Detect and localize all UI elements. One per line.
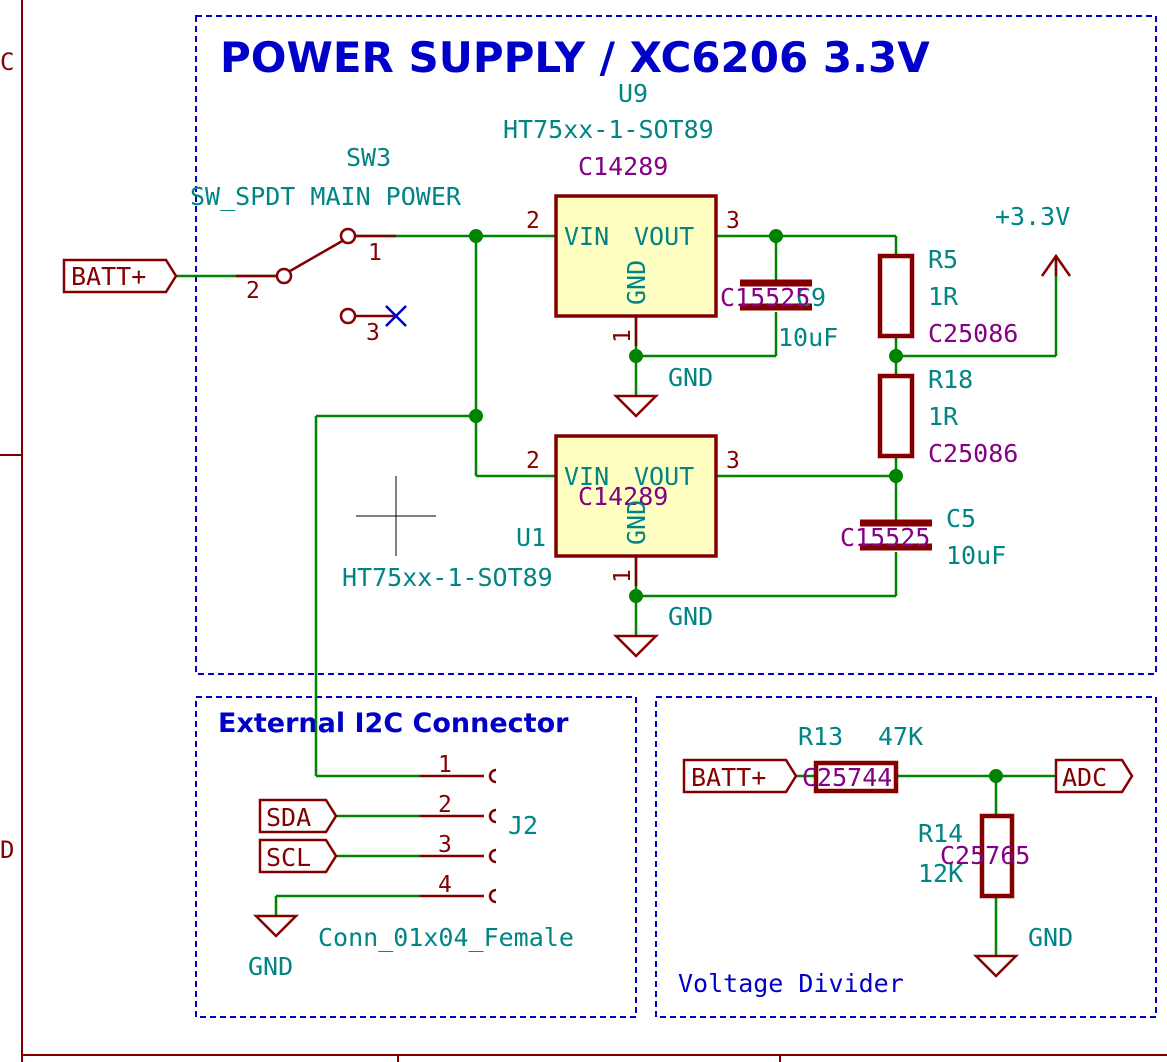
u9-value: HT75xx-1-SOT89 xyxy=(503,115,714,144)
u9-pin-vout: VOUT xyxy=(634,222,694,251)
u9-num-gnd: 1 xyxy=(610,329,636,343)
r5-lcsc: C25086 xyxy=(928,319,1018,348)
u1-ref: U1 xyxy=(516,523,546,552)
r14-lcsc: C25765 xyxy=(940,841,1030,870)
j2-value: Conn_01x04_Female xyxy=(318,923,574,952)
sda-label: SDA xyxy=(258,798,338,834)
j2-pin2: 2 xyxy=(438,792,452,818)
u9-pin-gnd: GND xyxy=(622,260,651,305)
u1-pin-vout: VOUT xyxy=(634,462,694,491)
gnd-symbol-u9 xyxy=(612,394,660,418)
c9-lcsc: C15525 xyxy=(720,283,810,312)
gnd-label-u9: GND xyxy=(668,363,713,392)
adc-label: ADC xyxy=(1054,758,1134,794)
gnd-label-u1: GND xyxy=(668,602,713,631)
j2-ref: J2 xyxy=(508,811,538,840)
r13-resistor xyxy=(813,760,899,794)
r13-value: 47K xyxy=(878,722,923,751)
c5-ref: C5 xyxy=(946,504,976,533)
divider-title: Voltage Divider xyxy=(678,969,904,998)
u1-pin-gnd: GND xyxy=(622,500,651,545)
u1-regulator xyxy=(554,434,718,586)
j2-connector xyxy=(420,768,497,904)
power-supply-title: POWER SUPPLY / XC6206 3.3V xyxy=(220,33,930,82)
i2c-box xyxy=(195,696,637,1018)
j2-pin1: 1 xyxy=(438,752,452,778)
sw3-value: SW_SPDT MAIN POWER xyxy=(190,182,462,211)
svg-text:SCL: SCL xyxy=(266,843,311,872)
r18-lcsc: C25086 xyxy=(928,439,1018,468)
crosshair-marker xyxy=(356,476,436,556)
u1-num-out: 3 xyxy=(726,448,740,474)
sw3-pin2: 2 xyxy=(246,278,260,304)
svg-text:BATT+: BATT+ xyxy=(71,262,146,291)
sw3-switch xyxy=(236,227,407,327)
u9-regulator xyxy=(554,194,718,346)
c5-value: 10uF xyxy=(946,541,1006,570)
batt-label-power: BATT+ xyxy=(62,258,178,294)
r13-ref: R13 xyxy=(798,722,843,751)
u9-lcsc: C14289 xyxy=(578,152,668,181)
u1-lcsc: C14289 xyxy=(578,482,668,511)
sw3-pin3: 3 xyxy=(366,320,380,346)
u9-num-in: 2 xyxy=(526,208,540,234)
power-supply-box xyxy=(195,15,1157,675)
gnd-symbol-i2c xyxy=(252,914,300,938)
divider-box xyxy=(655,696,1157,1018)
j2-pin3: 3 xyxy=(438,832,452,858)
batt-label-divider: BATT+ xyxy=(682,758,798,794)
c5-capacitor xyxy=(860,519,932,551)
power-3v3-symbol xyxy=(1040,253,1072,277)
gnd-symbol-divider xyxy=(972,954,1020,978)
r18-resistor xyxy=(877,373,915,459)
r5-ref: R5 xyxy=(928,245,958,274)
gnd-label-divider: GND xyxy=(1028,923,1073,952)
u9-num-out: 3 xyxy=(726,208,740,234)
r5-value: 1R xyxy=(928,282,959,311)
r14-resistor xyxy=(979,813,1015,899)
junctions xyxy=(469,229,1003,783)
c9-ref: C9 xyxy=(796,283,826,312)
power-3v3-label: +3.3V xyxy=(995,202,1070,231)
r14-value: 12K xyxy=(918,859,963,888)
gnd-symbol-u1 xyxy=(612,634,660,658)
u1-pin-vin: VIN xyxy=(564,462,609,491)
u9-ref: U9 xyxy=(618,79,648,108)
sw3-ref: SW3 xyxy=(346,143,391,172)
r18-ref: R18 xyxy=(928,365,973,394)
scl-label: SCL xyxy=(258,838,338,874)
u1-value: HT75xx-1-SOT89 xyxy=(342,563,553,592)
c5-lcsc: C15525 xyxy=(840,523,930,552)
gnd-label-i2c: GND xyxy=(248,952,293,981)
u1-num-gnd: 1 xyxy=(610,569,636,583)
svg-text:SDA: SDA xyxy=(266,803,311,832)
c9-value: 10uF xyxy=(778,323,838,352)
i2c-title: External I2C Connector xyxy=(218,708,569,739)
r14-ref: R14 xyxy=(918,819,963,848)
sw3-pin1: 1 xyxy=(368,240,382,266)
c9-capacitor xyxy=(740,279,812,311)
svg-text:BATT+: BATT+ xyxy=(691,763,766,792)
svg-text:ADC: ADC xyxy=(1062,763,1107,792)
u9-pin-vin: VIN xyxy=(564,222,609,251)
r18-value: 1R xyxy=(928,402,959,431)
j2-pin4: 4 xyxy=(438,872,452,898)
u1-num-in: 2 xyxy=(526,448,540,474)
frame-row-c: C xyxy=(0,48,14,76)
r13-lcsc: C25744 xyxy=(802,763,892,792)
r5-resistor xyxy=(877,253,915,339)
frame-row-d: D xyxy=(0,836,14,864)
